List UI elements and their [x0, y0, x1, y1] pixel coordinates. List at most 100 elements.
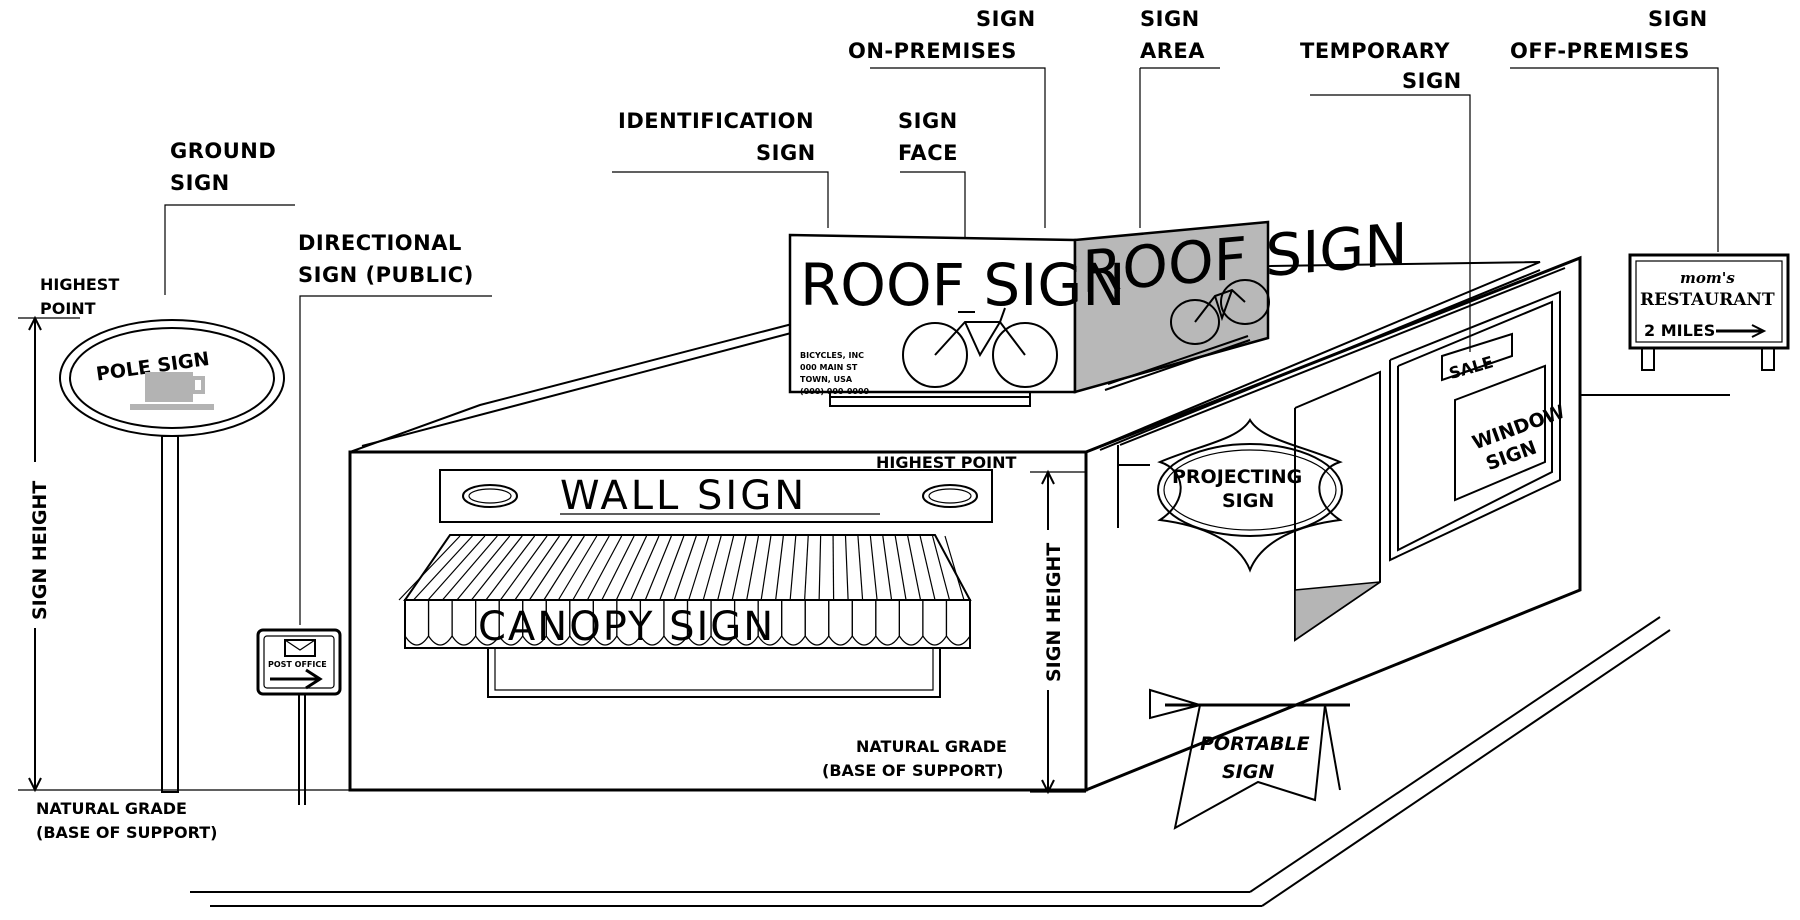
canopy-stripe	[456, 535, 511, 601]
natural-grade-left-label-2: (BASE OF SUPPORT)	[36, 823, 217, 842]
envelope-icon	[284, 639, 316, 657]
canopy-stripe	[470, 535, 523, 601]
canopy-stripe	[572, 535, 610, 601]
sign-on-premises-label-2: ON-PREMISES	[848, 39, 1017, 63]
canopy-stripe	[789, 535, 797, 601]
building	[348, 255, 1730, 792]
canopy-stripe	[659, 535, 685, 601]
billboard-text-3: 2 MILES	[1644, 321, 1715, 340]
canopy-stripe	[688, 535, 710, 601]
sign-face-label-2: FACE	[898, 141, 958, 165]
canopy-stripe	[894, 535, 907, 601]
sign-off-premises-label-1: SIGN	[1648, 7, 1708, 31]
sidewalk-lines	[190, 616, 1671, 907]
canopy-stripe	[615, 535, 648, 601]
sign-height-dimension-left: SIGN HEIGHT	[18, 315, 350, 793]
coffee-cup-icon	[130, 372, 214, 410]
projecting-sign: PROJECTING SIGN	[1117, 418, 1343, 573]
portable-sign: PORTABLE SIGN	[1149, 688, 1350, 830]
callout-leaders	[164, 67, 1719, 625]
canopy-stripe	[427, 535, 486, 601]
pole-sign: POLE SIGN	[59, 319, 285, 793]
canopy-stripe	[398, 535, 461, 601]
sign-height-dimension-building: SIGN HEIGHT	[1030, 469, 1086, 795]
directional-small-text: POST OFFICE	[268, 660, 327, 669]
canopy-stripe	[775, 535, 784, 601]
highest-point-building-label: HIGHEST POINT	[876, 453, 1016, 472]
identification-sign-label-1: IDENTIFICATION	[618, 109, 814, 133]
canopy-stripe	[413, 535, 473, 601]
canopy-stripe	[442, 535, 498, 601]
bicycle-icon	[902, 307, 1058, 388]
canopy-stripe	[869, 535, 878, 601]
billboard-text-2: RESTAURANT	[1640, 290, 1775, 310]
sign-area-label-1: SIGN	[1140, 7, 1200, 31]
natural-grade-building-label-2: (BASE OF SUPPORT)	[822, 761, 1003, 780]
natural-grade-building-label-1: NATURAL GRADE	[856, 737, 1007, 756]
sign-height-left-text: SIGN HEIGHT	[29, 481, 51, 620]
canopy-stripe	[746, 535, 760, 601]
arrow-right-icon	[270, 668, 323, 690]
canopy-stripe	[760, 535, 772, 601]
sign-height-building-text: SIGN HEIGHT	[1043, 543, 1065, 682]
canopy-stripe	[944, 535, 965, 601]
canopy-stripe	[543, 535, 585, 601]
sign-on-premises-label-1: SIGN	[976, 7, 1036, 31]
wall-sign-text: WALL SIGN	[560, 473, 807, 519]
roof-sign-address-2: 000 MAIN ST	[800, 363, 858, 372]
canopy-stripe	[586, 535, 623, 601]
canopy-stripe	[717, 535, 735, 601]
canopy-stripe	[857, 535, 864, 601]
sign-off-premises-label-2: OFF-PREMISES	[1510, 39, 1690, 63]
canopy-stripe	[644, 535, 672, 601]
natural-grade-left-label-1: NATURAL GRADE	[36, 799, 187, 818]
roof-sign-front-text: ROOF SIGN	[800, 251, 1126, 319]
roof-sign-address-1: BICYCLES, INC	[800, 351, 864, 360]
highest-point-left-label-2: POINT	[40, 299, 96, 318]
ground-sign-label-2: SIGN	[170, 171, 230, 195]
identification-sign-label-2: SIGN	[756, 141, 816, 165]
canopy-scallop	[945, 600, 971, 646]
temporary-sign-label-2: SIGN	[1402, 69, 1462, 93]
canopy-stripe	[499, 535, 548, 601]
canopy-stripe	[514, 535, 560, 601]
canopy-stripe	[844, 535, 849, 601]
sale-sign: SALE	[1441, 332, 1513, 383]
directional-sign-label-2: SIGN (PUBLIC)	[298, 263, 474, 287]
canopy-stripe	[702, 535, 722, 601]
canopy-stripe	[601, 535, 635, 601]
canopy-stripe	[630, 535, 660, 601]
canopy-stripe	[818, 535, 822, 601]
canopy-stripe	[919, 535, 936, 601]
canopy-stripe	[907, 535, 922, 601]
canopy-stripe	[673, 535, 697, 601]
roof-sign: ROOF SIGN ROOF SIGN BICYCLES, INC 000 MA…	[788, 210, 1408, 407]
canopy-stripe	[832, 535, 835, 601]
roof-sign-address-4: (000) 000-0000	[800, 387, 870, 396]
canopy-stripe	[882, 535, 893, 601]
canopy-stripe	[528, 535, 573, 601]
canopy-stripe	[731, 535, 747, 601]
sale-sign-text: SALE	[1447, 352, 1496, 383]
canopy-sign: CANOPY SIGN	[398, 534, 972, 698]
billboard-sign: mom's RESTAURANT 2 MILES	[1628, 253, 1790, 371]
projecting-sign-text-1: PROJECTING	[1172, 466, 1302, 488]
portable-sign-text-2: SIGN	[1222, 761, 1274, 783]
sign-area-label-2: AREA	[1140, 39, 1205, 63]
canopy-stripe	[485, 535, 536, 601]
arrow-right-icon	[1716, 324, 1767, 338]
sign-face-label-1: SIGN	[898, 109, 958, 133]
directional-sign: POST OFFICE	[256, 628, 342, 805]
projecting-sign-text-2: SIGN	[1222, 490, 1274, 512]
callout-labels: SIGN ON-PREMISES SIGN AREA TEMPORARY SIG…	[36, 7, 1708, 842]
canopy-sign-text: CANOPY SIGN	[478, 604, 775, 650]
wall-sign: WALL SIGN	[439, 469, 993, 523]
roof-sign-address-3: TOWN, USA	[800, 375, 853, 384]
canopy-stripe	[931, 535, 951, 601]
bicycle-side-icon	[1170, 279, 1270, 345]
canopy-stripe	[804, 535, 809, 601]
billboard-text-1: mom's	[1680, 269, 1735, 287]
canopy-stripe	[557, 535, 598, 601]
